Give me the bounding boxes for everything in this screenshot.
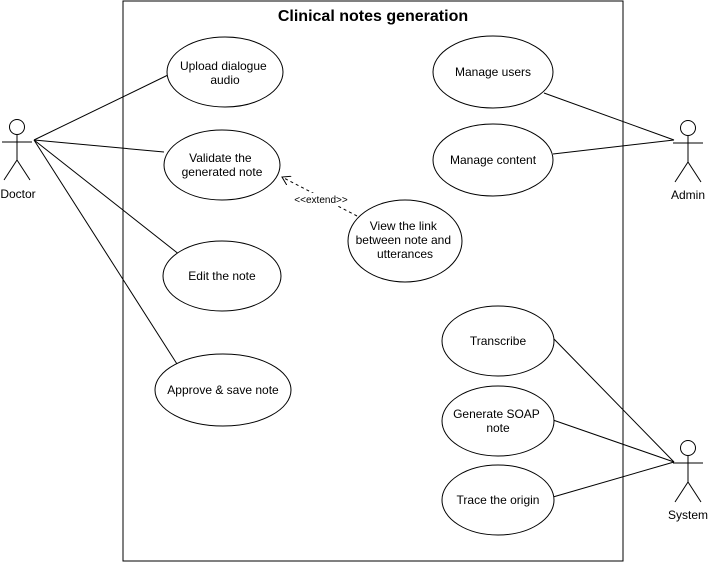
doctor-head bbox=[9, 119, 25, 135]
system-boundary bbox=[122, 0, 624, 562]
actor-system-label: System bbox=[668, 508, 708, 522]
trace-line-1: Trace the origin bbox=[457, 493, 540, 507]
admin-head bbox=[680, 120, 696, 136]
view-link-line-2: between note and bbox=[356, 233, 451, 247]
manage-users-line-1: Manage users bbox=[455, 65, 531, 79]
edit-line-1: Edit the note bbox=[188, 269, 256, 283]
svg-text:Manage content: Manage content bbox=[450, 153, 537, 167]
validate-line-1: Validate the bbox=[189, 151, 252, 165]
manage-content-line-1: Manage content bbox=[450, 153, 537, 167]
svg-text:Edit the note: Edit the note bbox=[188, 269, 256, 283]
svg-text:Validate the generated n: Validate the generated note bbox=[182, 151, 263, 179]
actor-doctor-label: Doctor bbox=[0, 187, 35, 201]
admin-associations bbox=[543, 92, 675, 155]
use-case-validate-generated-note: Validate the generated note bbox=[163, 129, 281, 201]
view-link-line-1: View the link bbox=[370, 219, 438, 233]
upload-line-1: Upload dialogue bbox=[180, 59, 267, 73]
use-case-edit-note: Edit the note bbox=[162, 240, 282, 312]
svg-text:View the link between no: View the link between note and utterance… bbox=[356, 219, 455, 261]
validate-line-2: generated note bbox=[182, 165, 263, 179]
doctor-associations bbox=[33, 74, 181, 365]
use-case-transcribe: Transcribe bbox=[441, 305, 555, 377]
actor-admin-label: Admin bbox=[671, 188, 705, 202]
system-title: Clinical notes generation bbox=[278, 8, 468, 25]
svg-text:Manage users: Manage users bbox=[455, 65, 531, 79]
use-case-view-link: View the link between note and utterance… bbox=[347, 199, 463, 283]
view-link-line-3: utterances bbox=[377, 247, 433, 261]
svg-text:Approve & save note: Approve & save note bbox=[167, 383, 279, 397]
actor-doctor bbox=[2, 119, 32, 181]
svg-text:Upload dialogue audio: Upload dialogue audio bbox=[180, 59, 270, 87]
use-case-generate-soap-note: Generate SOAP note bbox=[441, 385, 555, 457]
system-head bbox=[680, 440, 696, 456]
approve-line-1: Approve & save note bbox=[167, 383, 279, 397]
svg-text:Trace the origin: Trace the origin bbox=[457, 493, 540, 507]
extend-label: <<extend>> bbox=[294, 195, 348, 206]
use-case-manage-users: Manage users bbox=[432, 35, 554, 109]
use-case-manage-content: Manage content bbox=[432, 123, 554, 197]
transcribe-line-1: Transcribe bbox=[470, 334, 527, 348]
actor-system bbox=[673, 440, 703, 503]
generate-soap-line-2: note bbox=[486, 421, 510, 435]
system-associations bbox=[552, 337, 675, 498]
svg-text:Generate SOAP note: Generate SOAP note bbox=[453, 407, 543, 435]
upload-line-2: audio bbox=[210, 73, 240, 87]
actor-admin bbox=[673, 120, 703, 183]
svg-text:Transcribe: Transcribe bbox=[470, 334, 527, 348]
extend-label-bg bbox=[290, 193, 352, 206]
use-case-approve-save-note: Approve & save note bbox=[154, 353, 292, 427]
use-case-trace-origin: Trace the origin bbox=[441, 464, 555, 536]
generate-soap-line-1: Generate SOAP bbox=[453, 407, 540, 421]
use-case-upload-dialogue-audio: Upload dialogue audio bbox=[166, 36, 284, 108]
